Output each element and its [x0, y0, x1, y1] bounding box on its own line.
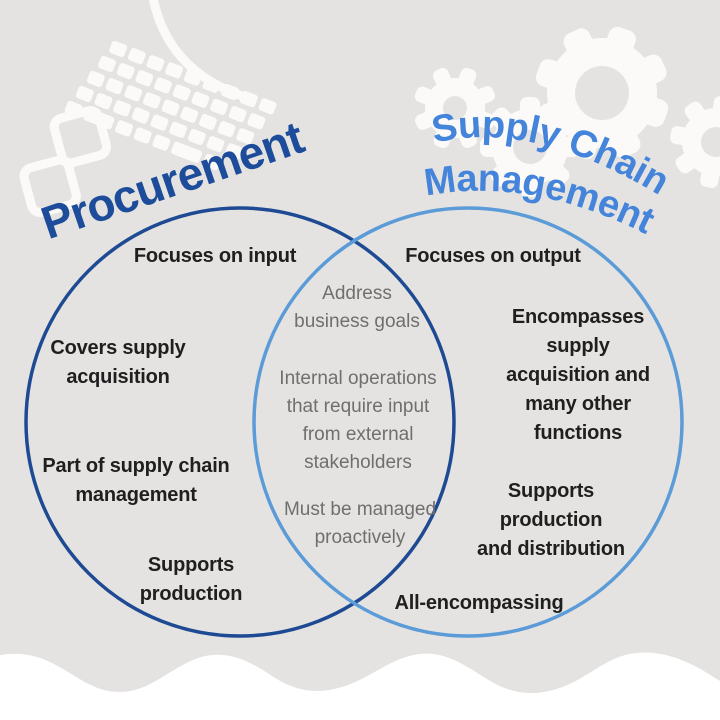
overlap-item-managed-proactively: Must be managed proactively [283, 499, 437, 549]
keyboard-icon [64, 40, 277, 171]
key-icons [19, 106, 112, 217]
gear-icon-medium [480, 97, 580, 197]
left-item-part-of-scm: Part of supply chain management [42, 455, 230, 506]
left-item-covers-supply-acquisition: Covers supply acquisition [50, 337, 186, 388]
scm-circle [252, 206, 684, 638]
right-item-focuses-on-output: Focuses on output [405, 245, 581, 267]
right-item-encompasses-functions: Encompasses supply acquisition and many … [506, 306, 650, 444]
left-item-supports-production: Supports production [139, 554, 243, 605]
right-item-all-encompassing: All-encompassing [394, 592, 564, 614]
gear-icon-edge [670, 96, 720, 188]
overlap-item-internal-operations: Internal operations that require input f… [279, 368, 437, 474]
procurement-circle [24, 206, 456, 638]
wave-edge [0, 652, 720, 720]
overlap-item-address-business-goals: Address business goals [294, 283, 420, 333]
left-item-focuses-on-input: Focuses on input [133, 245, 297, 267]
gear-icon-small [414, 67, 496, 149]
right-item-supports-production-distribution: Supports production and distribution [477, 480, 625, 560]
